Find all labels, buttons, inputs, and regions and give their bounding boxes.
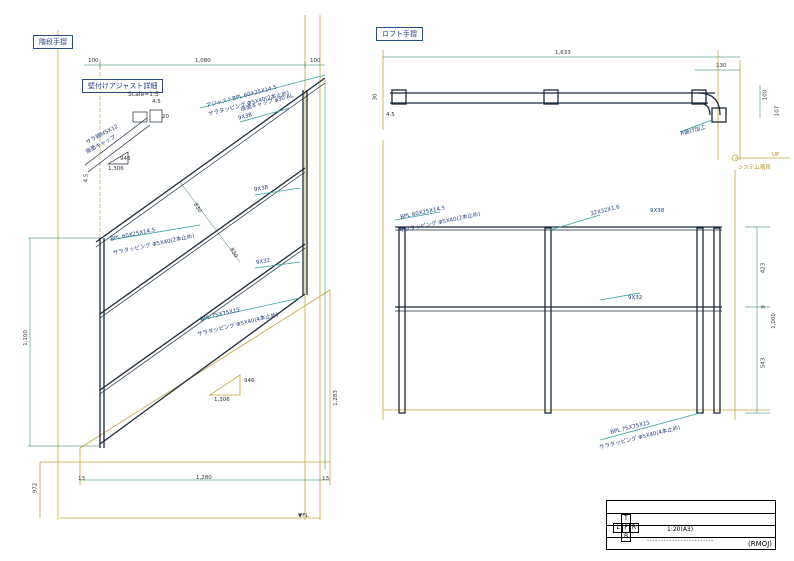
dim-elev-1: 423	[760, 262, 767, 274]
title-loft-handrail: ロフト手摺	[376, 27, 423, 41]
elev-posts	[398, 227, 721, 414]
dim-top-3: 100	[310, 58, 321, 64]
detail-adjust-box	[132, 111, 148, 123]
dim-plan-right-2: 107	[774, 105, 781, 117]
note-elev-flat-right: 9X38	[650, 208, 665, 214]
dim-diagonal	[179, 181, 241, 263]
dim-height-left-label: 1,100	[22, 330, 29, 346]
fl-label: ▼FL	[298, 513, 309, 519]
dim-top-2: 1,080	[195, 58, 211, 64]
dim-elev-2: 9	[760, 305, 767, 309]
dim-height-right-label: 1,283	[332, 390, 339, 406]
view-label-l: L	[613, 523, 623, 533]
dim-end-right: 13	[322, 476, 329, 482]
detail-dim: 20	[162, 114, 169, 120]
detail-scale: Scale=1:5	[128, 91, 159, 98]
dim-plan-side-label: 130	[716, 63, 727, 69]
system-stair-marker	[731, 154, 739, 162]
title-scale: 1:20(A3)	[667, 526, 694, 533]
note-elev-flat-mid: 9X32	[628, 295, 643, 301]
dim-plan-left2: 4.5	[386, 112, 395, 118]
mid-rail-2	[99, 243, 306, 391]
dim-bottom-left-label: 972	[32, 482, 39, 494]
view-label-r: R	[629, 523, 639, 533]
slope-ratio-top: 946	[244, 378, 255, 384]
plan-post-2	[543, 89, 559, 105]
loft-handrail-elevation	[382, 140, 770, 441]
dim-end-left: 13	[78, 476, 85, 482]
detail-ratio-bottom: 1,306	[108, 166, 124, 172]
loft-handrail-plan	[382, 50, 790, 162]
slope-ratio-bottom: 1,306	[214, 397, 230, 403]
dim-plan-left: 30	[372, 93, 379, 101]
note-up: UP	[772, 152, 780, 158]
view-label-b: B	[621, 532, 631, 542]
dim-bottom-label: 1,280	[196, 475, 212, 481]
title-brand: (RMOJ)	[748, 540, 772, 548]
title-stair-handrail: 階段手摺	[33, 35, 73, 49]
note-system-stair: システム階段	[738, 165, 771, 171]
dim-elev-4: 543	[760, 357, 767, 369]
plan-post-3	[691, 89, 707, 105]
dim-elev-3: 1,000	[770, 313, 777, 329]
bottom-rail	[99, 293, 306, 445]
dim-plan-width-label: 1,633	[555, 50, 571, 56]
plan-post-1	[391, 89, 407, 105]
title-dashes: ------------------------	[647, 538, 715, 544]
dim-plan-right-1: 100	[762, 89, 769, 101]
detail-ratio-top: 946	[120, 156, 131, 162]
mid-rail-1	[99, 167, 306, 315]
dim-top-1: 100	[88, 58, 99, 64]
slope-triangle	[208, 374, 241, 396]
plan-rail-bend	[697, 92, 721, 116]
detail-slope-triangle	[106, 151, 129, 165]
top-rail	[95, 77, 326, 243]
title-block: T L F R B 1:20(A3) ---------------------…	[606, 500, 776, 550]
detail-dim2: 4.5	[152, 99, 161, 105]
title-detail: 壁付けアジャスト詳細	[82, 79, 164, 93]
dim-45: 4.5	[83, 173, 90, 183]
plan-post-4	[711, 107, 727, 123]
stair-handrail-elevation	[28, 15, 331, 520]
